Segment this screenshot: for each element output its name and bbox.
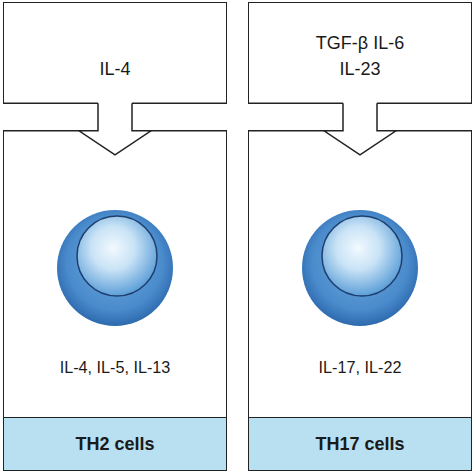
box-border bbox=[249, 130, 324, 132]
cytokine-text: TGF-β IL-6 IL-23 bbox=[311, 30, 408, 82]
box-border bbox=[132, 103, 226, 105]
cytokine-box: TGF-β IL-6 IL-23 bbox=[248, 2, 472, 104]
cytokine-text: IL-4 bbox=[99, 56, 130, 82]
cell-panel: IL-17, IL-22TH17 cells bbox=[248, 130, 472, 471]
secreted-cytokines: IL-4, IL-5, IL-13 bbox=[4, 354, 226, 380]
cell-type-band: TH17 cells bbox=[249, 417, 471, 470]
cell-panel: IL-4, IL-5, IL-13TH2 cells bbox=[3, 130, 227, 471]
secreted-cytokines: IL-17, IL-22 bbox=[249, 354, 471, 380]
signal-arrow bbox=[249, 103, 472, 155]
signal-arrow bbox=[4, 103, 227, 155]
arrow-outline bbox=[324, 103, 396, 155]
box-border bbox=[249, 103, 343, 105]
box-border bbox=[4, 103, 98, 105]
box-border bbox=[396, 130, 471, 132]
arrow-outline bbox=[79, 103, 151, 155]
cytokine-box: IL-4 bbox=[3, 2, 227, 104]
cell-type-label: TH17 cells bbox=[315, 431, 404, 457]
box-border bbox=[377, 103, 471, 105]
box-border bbox=[4, 130, 79, 132]
t-cell bbox=[302, 210, 418, 326]
t-cell bbox=[57, 210, 173, 326]
cell-type-band: TH2 cells bbox=[4, 417, 226, 470]
cell-type-label: TH2 cells bbox=[75, 431, 154, 457]
box-border bbox=[151, 130, 226, 132]
